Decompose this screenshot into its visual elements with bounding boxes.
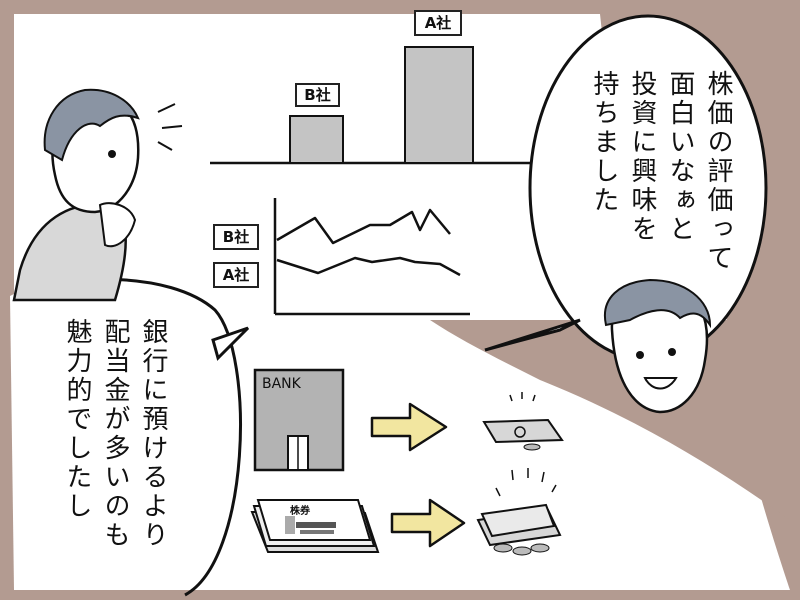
speech-text-right: 株価の評価って 面白いなぁと 投資に興味を 持ちました bbox=[585, 70, 737, 273]
speech-tail-right bbox=[484, 318, 581, 352]
speech-right-line: 面白いなぁと bbox=[665, 70, 695, 244]
speech-left-line: 銀行に預けるより bbox=[138, 318, 168, 550]
stock-certificate-icon bbox=[250, 499, 380, 553]
bar-label-a: A社 bbox=[414, 10, 462, 36]
bank-sign: BANK bbox=[262, 376, 301, 392]
speech-tail-left bbox=[211, 326, 250, 361]
bar-label-b: B社 bbox=[295, 83, 340, 107]
speech-text-left: 銀行に預けるより 配当金が多いのも 魅力的でしたし bbox=[58, 318, 172, 550]
speech-right-line: 株価の評価って bbox=[703, 70, 733, 273]
line-label-a: A社 bbox=[213, 262, 259, 288]
speech-bubble-left-fill bbox=[10, 277, 236, 590]
stock-certificate-title: 株券 bbox=[290, 506, 310, 517]
speech-left-line: 魅力的でしたし bbox=[62, 318, 92, 521]
speech-right-line: 持ちました bbox=[589, 70, 619, 215]
line-series-a bbox=[276, 256, 461, 277]
man-thinking-figure bbox=[12, 88, 183, 302]
bar-b bbox=[289, 115, 344, 164]
speech-left-line: 配当金が多いのも bbox=[100, 318, 130, 550]
bar-a bbox=[404, 46, 474, 164]
arrow-right-icon bbox=[390, 498, 466, 548]
line-label-b: B社 bbox=[213, 224, 259, 250]
man-smiling-figure bbox=[603, 278, 712, 414]
arrow-right-icon bbox=[370, 402, 448, 452]
line-series-b bbox=[276, 208, 451, 245]
money-large-icon bbox=[476, 468, 562, 556]
money-small-icon bbox=[482, 392, 564, 451]
speech-right-line: 投資に興味を bbox=[627, 70, 657, 244]
